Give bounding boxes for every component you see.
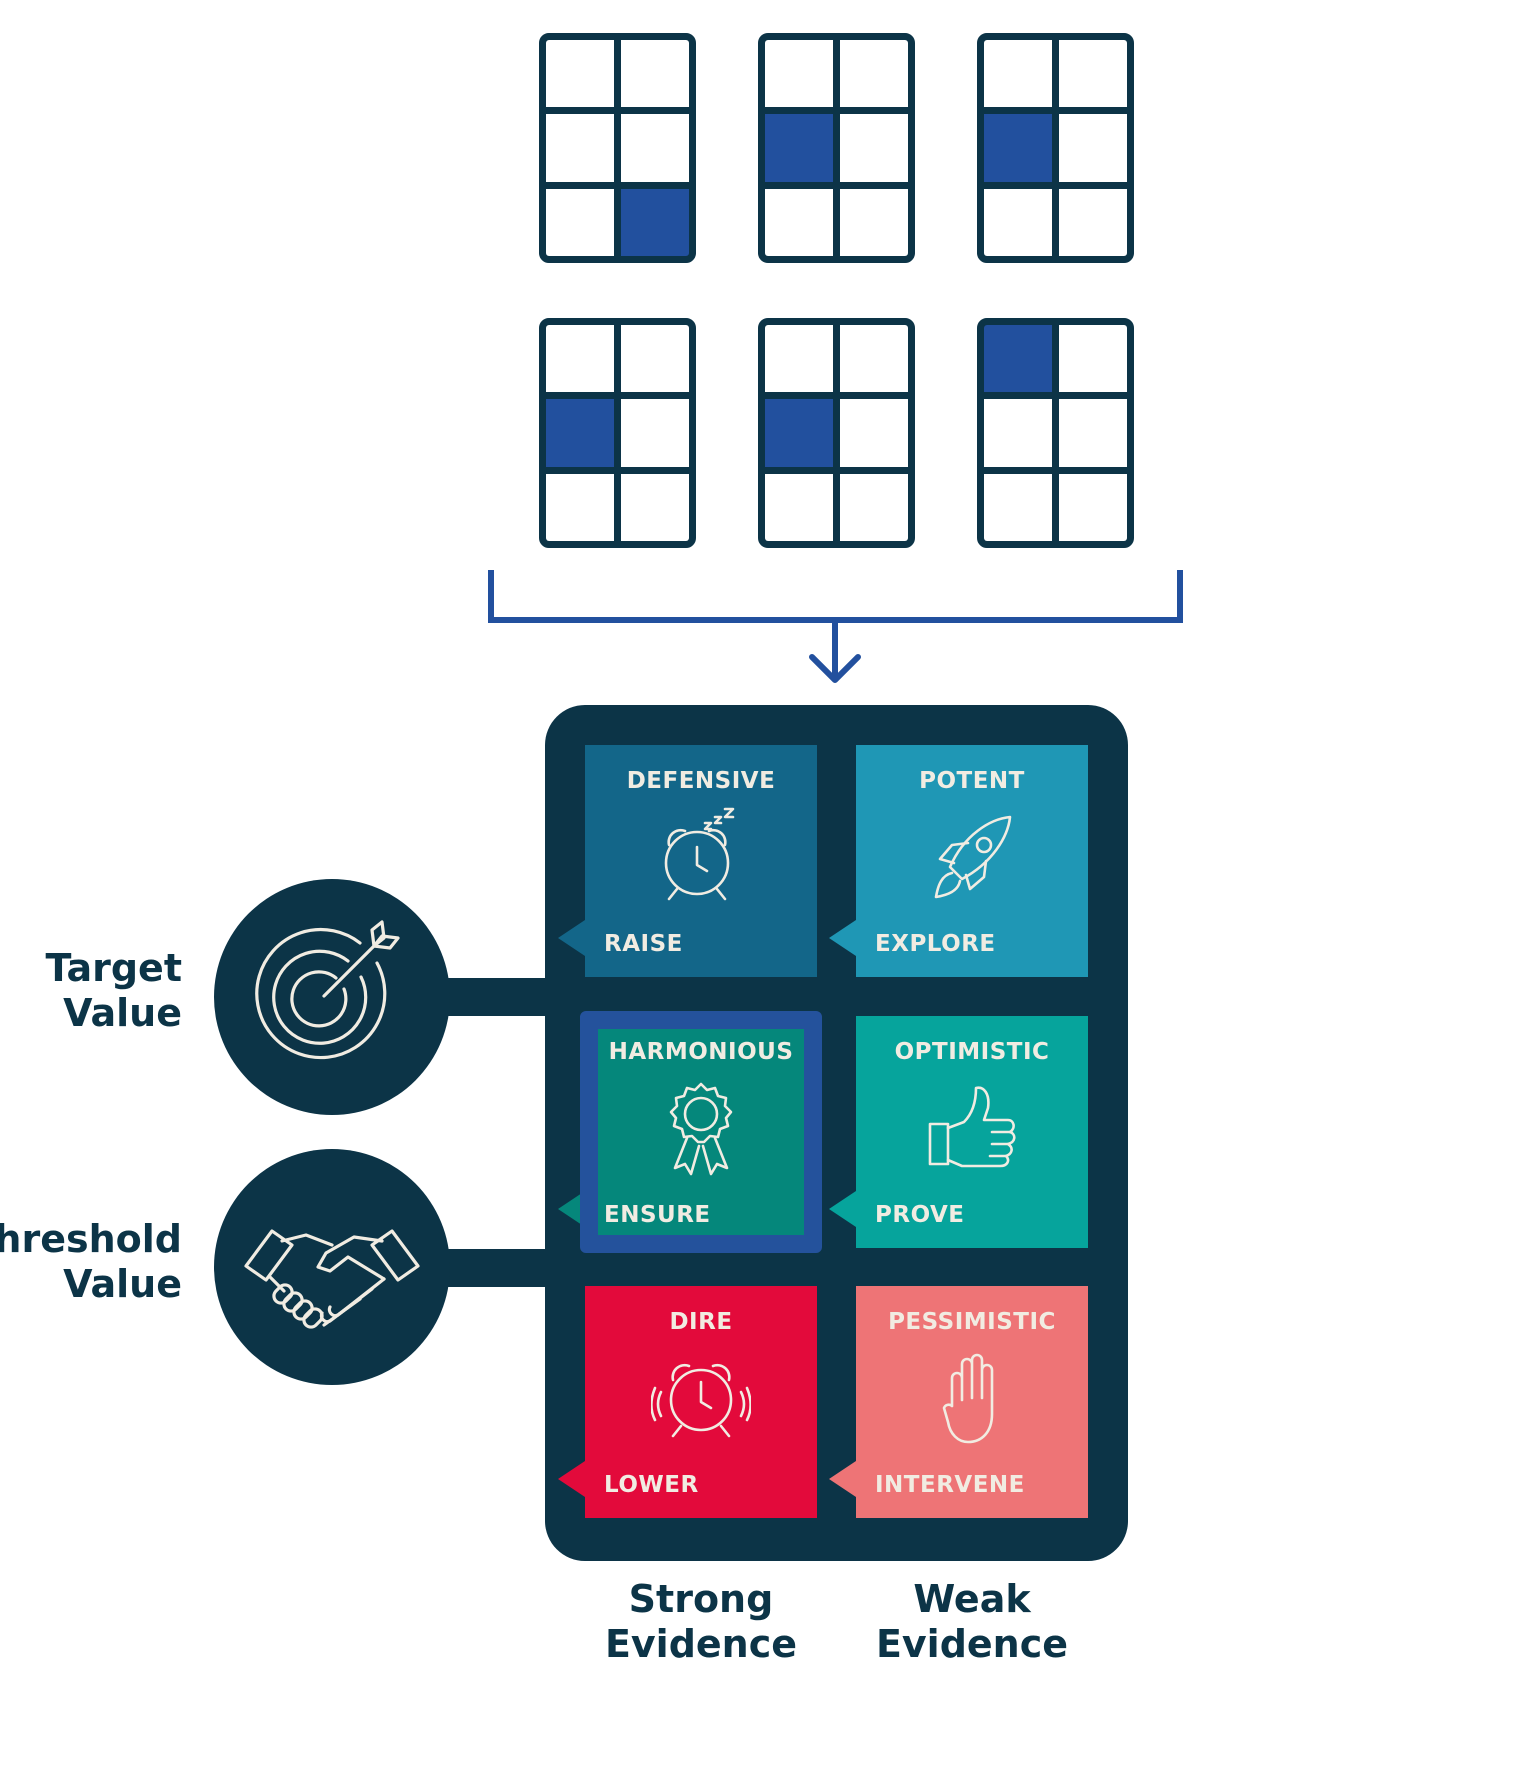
- threshold-label-line1: Threshold: [0, 1217, 182, 1261]
- sleeping-alarm-clock-icon: [664, 807, 735, 901]
- cell-action: RAISE: [604, 931, 683, 957]
- grid-cell: [1059, 40, 1127, 108]
- grid-cell: [1059, 325, 1127, 393]
- grid-cell: [984, 40, 1052, 108]
- strong-label-line2: Evidence: [604, 1622, 798, 1666]
- grid-cell: [546, 325, 614, 393]
- grid-cell: [546, 188, 614, 256]
- cell-pointer: [558, 1461, 585, 1497]
- target-connector: [440, 978, 550, 1016]
- scenario-grid: [977, 33, 1134, 263]
- cell-title: HARMONIOUS: [608, 1039, 794, 1065]
- cell-title: PESSIMISTIC: [888, 1309, 1056, 1335]
- rocket-icon: [934, 815, 1012, 899]
- cell-action: PROVE: [875, 1202, 965, 1228]
- grid-cell: [840, 40, 908, 108]
- award-ribbon-icon: [669, 1082, 733, 1176]
- strong-evidence-label: Strong Evidence: [581, 1577, 821, 1667]
- grid-cell: [546, 473, 614, 541]
- grid-cell: [984, 188, 1052, 256]
- cell-action: ENSURE: [604, 1202, 711, 1228]
- cell-action: LOWER: [604, 1472, 699, 1498]
- cell-potent: POTENT EXPLORE: [829, 745, 1088, 977]
- weak-label-line2: Evidence: [875, 1622, 1069, 1666]
- cell-defensive: DEFENSIVE RAISE: [558, 745, 817, 977]
- cell-pointer: [558, 920, 585, 956]
- target-value-label: Target Value: [45, 946, 182, 1036]
- threshold-value-circle: [214, 1149, 450, 1385]
- strong-label-line1: Strong: [628, 1577, 774, 1621]
- target-value-circle: [214, 879, 450, 1115]
- grid-cell: [621, 114, 689, 182]
- grid-cell: [621, 473, 689, 541]
- merge-bracket: [488, 570, 1183, 683]
- scenario-grid: [758, 33, 915, 263]
- cell-optimistic: OPTIMISTIC PROVE: [829, 1016, 1088, 1248]
- grid-cell: [840, 325, 908, 393]
- cell-pointer: [829, 1461, 856, 1497]
- target-label-line1: Target: [45, 946, 182, 990]
- cell-title: OPTIMISTIC: [894, 1039, 1050, 1065]
- grid-cell-highlighted: [546, 399, 614, 467]
- scenario-grid: [977, 318, 1134, 548]
- grid-cell: [621, 399, 689, 467]
- grid-cell: [840, 399, 908, 467]
- grid-cell: [621, 325, 689, 393]
- weak-label-line1: Weak: [913, 1577, 1031, 1621]
- cell-pessimistic: PESSIMISTIC INTERVENE: [829, 1286, 1088, 1518]
- grid-cell: [840, 473, 908, 541]
- threshold-connector: [440, 1249, 550, 1287]
- cell-title: POTENT: [919, 768, 1025, 794]
- cell-harmonious: HARMONIOUS ENSURE: [558, 1016, 817, 1248]
- threshold-value-label: Threshold Value: [0, 1217, 182, 1307]
- target-label-line2: Value: [63, 991, 182, 1035]
- cell-pointer: [829, 1191, 856, 1227]
- grid-cell: [840, 188, 908, 256]
- cell-title: DIRE: [669, 1309, 733, 1335]
- grid-cell: [765, 325, 833, 393]
- cell-action: INTERVENE: [875, 1472, 1025, 1498]
- grid-cell: [765, 188, 833, 256]
- stop-hand-icon: [942, 1353, 994, 1444]
- grid-cell: [546, 40, 614, 108]
- target-dart-icon: [255, 920, 400, 1060]
- grid-cell-highlighted: [984, 114, 1052, 182]
- cell-title: DEFENSIVE: [626, 768, 776, 794]
- cell-action: EXPLORE: [875, 931, 996, 957]
- grid-cell-highlighted: [765, 114, 833, 182]
- grid-cell: [621, 40, 689, 108]
- grid-cell: [1059, 114, 1127, 182]
- scenario-grid: [539, 318, 696, 548]
- scenario-grid: [539, 33, 696, 263]
- grid-cell: [1059, 188, 1127, 256]
- ringing-alarm-clock-icon: [651, 1363, 751, 1438]
- grid-cell: [765, 40, 833, 108]
- grid-cell: [840, 114, 908, 182]
- threshold-label-line2: Value: [63, 1262, 182, 1306]
- handshake-icon: [244, 1229, 420, 1329]
- scenario-grid: [758, 318, 915, 548]
- cell-pointer: [829, 920, 856, 956]
- thumbs-up-icon: [928, 1086, 1016, 1168]
- selected-cell-highlight: [580, 1011, 822, 1253]
- grid-cell: [1059, 399, 1127, 467]
- grid-cell: [984, 473, 1052, 541]
- grid-cell: [984, 399, 1052, 467]
- grid-cell: [546, 114, 614, 182]
- grid-cell: [1059, 473, 1127, 541]
- grid-cell: [765, 473, 833, 541]
- grid-cell-highlighted: [765, 399, 833, 467]
- grid-cell-highlighted: [984, 325, 1052, 393]
- grid-cell-highlighted: [621, 188, 689, 256]
- cell-dire: DIRE LOWER: [558, 1286, 817, 1518]
- weak-evidence-label: Weak Evidence: [852, 1577, 1092, 1667]
